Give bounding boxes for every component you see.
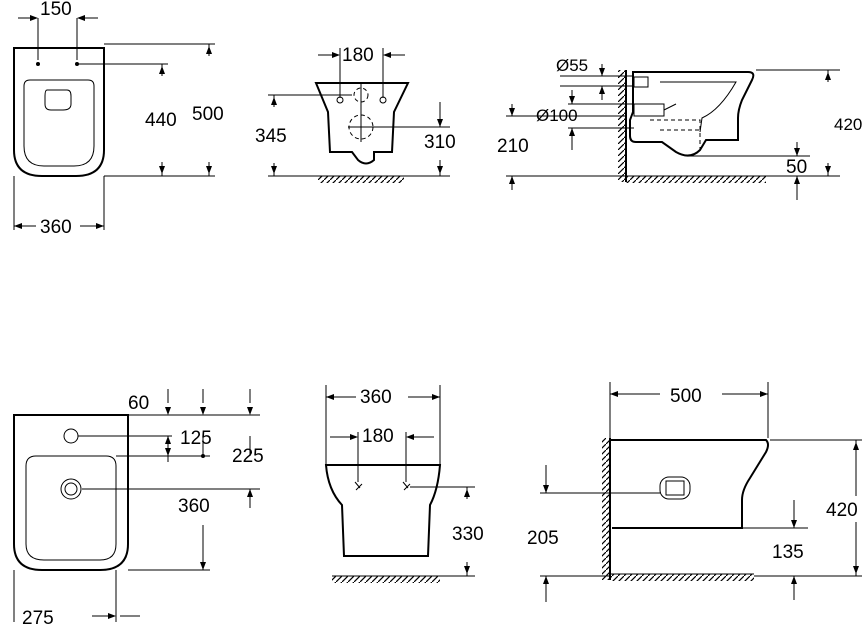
floor-hatch xyxy=(332,576,440,583)
bidet-basin-outline xyxy=(25,455,117,561)
toilet-back-view: 180 345 310 xyxy=(255,45,456,183)
wall-hatch xyxy=(618,70,626,182)
bidet-back-outline xyxy=(324,464,442,557)
dim-60: 60 xyxy=(128,393,149,414)
dim-275: 275 xyxy=(22,608,54,627)
wall-hatch xyxy=(602,438,610,580)
fixing-plate xyxy=(659,476,691,500)
dim-420: 420 xyxy=(826,500,858,521)
toilet-seat-outline xyxy=(23,79,95,167)
bidet-side-view: 500 420 205 135 xyxy=(527,382,862,602)
dim-500: 500 xyxy=(192,104,224,125)
waste-outlet xyxy=(60,478,82,500)
dim-180: 180 xyxy=(362,426,394,447)
fixing-hole-left xyxy=(36,62,40,66)
tap-hole xyxy=(63,428,79,444)
dim-150: 150 xyxy=(40,0,72,20)
dim-125: 125 xyxy=(180,428,212,449)
fixing-hole-right xyxy=(75,62,79,66)
dim-440: 440 xyxy=(145,110,177,131)
toilet-bowl-outline xyxy=(13,47,105,177)
dim-210: 210 xyxy=(497,136,529,157)
dim-225: 225 xyxy=(232,446,264,467)
dim-135: 135 xyxy=(772,542,804,563)
bidet-back-view: 360 180 330 xyxy=(324,385,484,583)
dim-500: 500 xyxy=(670,386,702,407)
toilet-top-view: 150 440 500 360 xyxy=(13,0,224,238)
floor-hatch xyxy=(318,176,404,183)
toilet-lid-opening xyxy=(44,89,72,111)
toilet-side-view: Ø55 Ø100 210 420 50 xyxy=(497,56,862,200)
dim-310: 310 xyxy=(424,132,456,153)
dim-205: 205 xyxy=(527,528,559,549)
dim-420: 420 xyxy=(834,115,862,134)
floor-hatch xyxy=(610,574,754,581)
dim-360: 360 xyxy=(178,496,210,517)
dim-180: 180 xyxy=(342,45,374,66)
bidet-top-view: 60 125 225 360 275 xyxy=(13,389,264,627)
toilet-back-outline xyxy=(314,82,410,165)
bidet-side-outline xyxy=(610,439,769,529)
dim-360: 360 xyxy=(40,217,72,238)
dim-diameter-55: Ø55 xyxy=(556,56,588,75)
dim-345: 345 xyxy=(255,126,287,147)
bidet-bowl-outline xyxy=(13,414,129,571)
dim-360: 360 xyxy=(360,387,392,408)
toilet-bowl-inner xyxy=(660,81,737,133)
floor-hatch xyxy=(626,176,766,183)
dim-50: 50 xyxy=(786,157,807,178)
dim-330: 330 xyxy=(452,524,484,545)
